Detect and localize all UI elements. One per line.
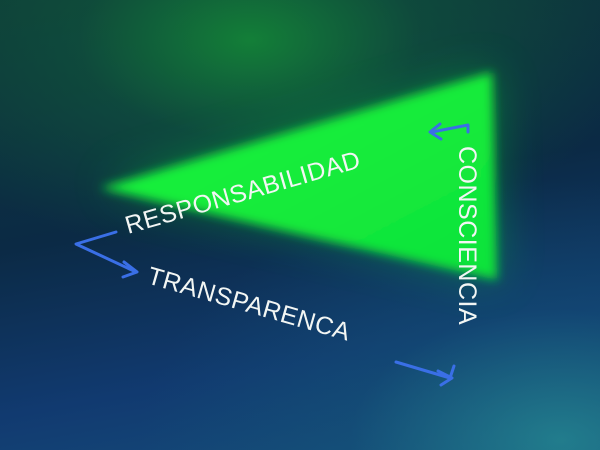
green-triangle bbox=[100, 72, 497, 280]
word-consciencia: CONSCIENCIA bbox=[453, 146, 481, 325]
arrow-top-icon bbox=[428, 122, 470, 141]
word-transparenca: TRANSPARENCA bbox=[144, 262, 353, 347]
arrow-bottom-right-icon bbox=[394, 360, 456, 387]
arrow-left-icon bbox=[74, 230, 139, 279]
